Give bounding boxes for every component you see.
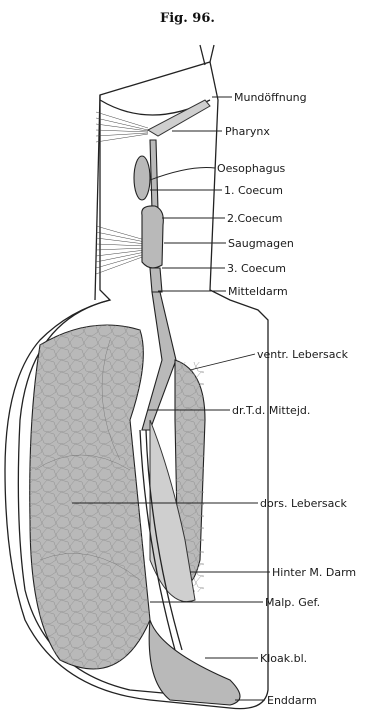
labels: Mundöffnung Pharynx Oesophagus 1. Coecum… <box>217 91 356 707</box>
label-ventr-lebersack: ventr. Lebersack <box>257 348 349 361</box>
label-dr-mitteld: dr.T.d. Mittejd. <box>232 404 310 417</box>
label-pharynx: Pharynx <box>225 125 270 138</box>
figure-title: Fig. 96. <box>160 11 215 26</box>
label-saugmagen: Saugmagen <box>228 237 294 250</box>
label-oesophagus: Oesophagus <box>217 162 286 175</box>
liver-sacs <box>30 325 240 705</box>
label-coecum-3: 3. Coecum <box>227 262 286 275</box>
label-kloak-bl: Kloak.bl. <box>260 652 307 665</box>
label-malp-gef: Malp. Gef. <box>265 596 320 609</box>
label-coecum-2: 2.Coecum <box>227 212 282 225</box>
label-enddarm: Enddarm <box>267 694 317 707</box>
label-mitteldarm: Mitteldarm <box>228 285 288 298</box>
label-dors-lebersack: dors. Lebersack <box>260 497 347 510</box>
label-hinter-darm: Hinter M. Darm <box>272 566 356 579</box>
label-coecum-1: 1. Coecum <box>224 184 283 197</box>
label-mundoeffnung: Mundöffnung <box>234 91 307 104</box>
